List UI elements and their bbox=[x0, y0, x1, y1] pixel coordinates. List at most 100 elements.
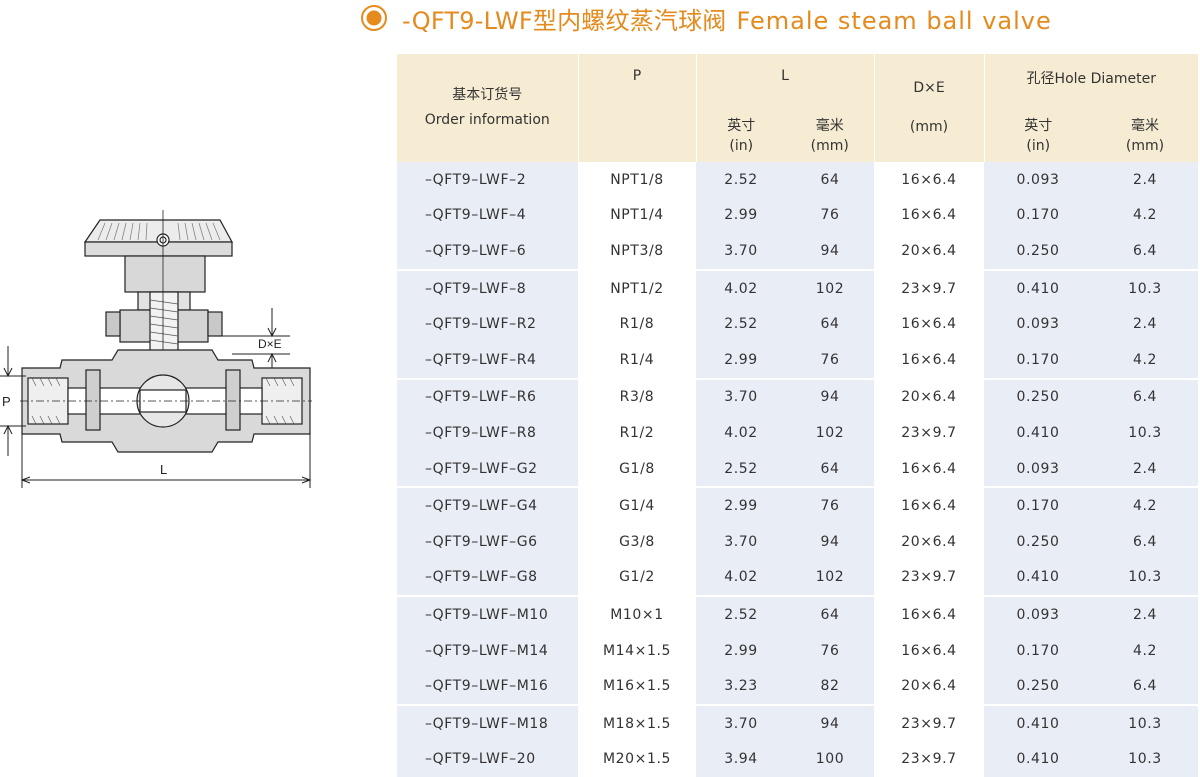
cell-p: R3/8 bbox=[578, 379, 696, 416]
cell-l-mm: 102 bbox=[786, 415, 874, 451]
header-hole-in-cn: 英寸 bbox=[985, 116, 1093, 136]
cell-l-mm: 82 bbox=[786, 668, 874, 705]
cell-p: M14×1.5 bbox=[578, 633, 696, 669]
cell-order: –QFT9–LWF–8 bbox=[397, 270, 578, 307]
cell-l-in: 4.02 bbox=[696, 415, 786, 451]
header-hole-in: 英寸(in) bbox=[984, 110, 1092, 162]
cell-l-in: 3.70 bbox=[696, 233, 786, 270]
cell-hole-in: 0.170 bbox=[984, 198, 1092, 234]
header-l-in-unit: (in) bbox=[697, 136, 787, 156]
header-hole-in-unit: (in) bbox=[985, 136, 1093, 156]
cell-order: –QFT9–LWF–2 bbox=[397, 162, 578, 198]
cell-l-in: 3.23 bbox=[696, 668, 786, 705]
cell-l-mm: 64 bbox=[786, 596, 874, 633]
cell-p: R1/2 bbox=[578, 415, 696, 451]
header-l-in-cn: 英寸 bbox=[697, 116, 787, 136]
cell-p: R1/8 bbox=[578, 306, 696, 342]
label-l: L bbox=[160, 462, 167, 477]
cell-l-mm: 76 bbox=[786, 198, 874, 234]
cell-hole-in: 0.410 bbox=[984, 705, 1092, 742]
cell-hole-in: 0.250 bbox=[984, 668, 1092, 705]
cell-hole-in: 0.093 bbox=[984, 162, 1092, 198]
cell-de: 16×6.4 bbox=[874, 487, 984, 524]
cell-p: G3/8 bbox=[578, 524, 696, 560]
cell-hole-mm: 4.2 bbox=[1092, 633, 1198, 669]
cell-de: 23×9.7 bbox=[874, 705, 984, 742]
cell-l-mm: 76 bbox=[786, 342, 874, 379]
header-p: P bbox=[578, 54, 696, 162]
cell-hole-mm: 4.2 bbox=[1092, 342, 1198, 379]
cell-de: 20×6.4 bbox=[874, 379, 984, 416]
cell-l-in: 2.52 bbox=[696, 451, 786, 488]
valve-drawing: D×E P L bbox=[0, 190, 330, 500]
title-en: Female steam ball valve bbox=[737, 7, 1052, 35]
cell-hole-in: 0.170 bbox=[984, 487, 1092, 524]
cell-l-mm: 76 bbox=[786, 633, 874, 669]
cell-order: –QFT9–LWF–G2 bbox=[397, 451, 578, 488]
cell-hole-in: 0.410 bbox=[984, 560, 1092, 597]
cell-hole-in: 0.250 bbox=[984, 524, 1092, 560]
title-cn: -QFT9-LWF型内螺纹蒸汽球阀 bbox=[402, 7, 727, 35]
cell-order: –QFT9–LWF–G4 bbox=[397, 487, 578, 524]
cell-hole-mm: 2.4 bbox=[1092, 162, 1198, 198]
cell-hole-in: 0.250 bbox=[984, 379, 1092, 416]
cell-de: 16×6.4 bbox=[874, 306, 984, 342]
cell-order: –QFT9–LWF–M18 bbox=[397, 705, 578, 742]
cell-de: 16×6.4 bbox=[874, 633, 984, 669]
cell-l-in: 3.70 bbox=[696, 379, 786, 416]
cell-p: NPT1/4 bbox=[578, 198, 696, 234]
cell-de: 20×6.4 bbox=[874, 668, 984, 705]
cell-de: 23×9.7 bbox=[874, 270, 984, 307]
cell-l-mm: 64 bbox=[786, 162, 874, 198]
cell-l-mm: 76 bbox=[786, 487, 874, 524]
cell-hole-in: 0.093 bbox=[984, 596, 1092, 633]
cell-p: R1/4 bbox=[578, 342, 696, 379]
cell-hole-mm: 2.4 bbox=[1092, 306, 1198, 342]
cell-hole-in: 0.250 bbox=[984, 233, 1092, 270]
cell-de: 16×6.4 bbox=[874, 451, 984, 488]
header-hole-mm: 毫米(mm) bbox=[1092, 110, 1198, 162]
cell-p: NPT3/8 bbox=[578, 233, 696, 270]
cell-hole-mm: 6.4 bbox=[1092, 668, 1198, 705]
header-l-mm: 毫米(mm) bbox=[786, 110, 874, 162]
cell-hole-mm: 10.3 bbox=[1092, 415, 1198, 451]
cell-order: –QFT9–LWF–R4 bbox=[397, 342, 578, 379]
cell-p: NPT1/8 bbox=[578, 162, 696, 198]
cell-hole-in: 0.093 bbox=[984, 451, 1092, 488]
header-l-in: 英寸(in) bbox=[696, 110, 786, 162]
cell-order: –QFT9–LWF–R2 bbox=[397, 306, 578, 342]
header-de: D×E(mm) bbox=[874, 54, 984, 162]
header-de-label: D×E bbox=[875, 79, 984, 98]
cell-l-mm: 64 bbox=[786, 306, 874, 342]
cell-l-in: 3.70 bbox=[696, 705, 786, 742]
cell-hole-in: 0.093 bbox=[984, 306, 1092, 342]
cell-l-in: 2.52 bbox=[696, 596, 786, 633]
cell-hole-mm: 2.4 bbox=[1092, 596, 1198, 633]
header-hole-mm-unit: (mm) bbox=[1092, 136, 1198, 156]
cell-hole-mm: 6.4 bbox=[1092, 379, 1198, 416]
radio-bullet-icon bbox=[360, 4, 388, 32]
header-order-cn: 基本订货号 bbox=[397, 86, 578, 105]
header-l-mm-unit: (mm) bbox=[786, 136, 874, 156]
cell-de: 23×9.7 bbox=[874, 560, 984, 597]
cell-p: G1/2 bbox=[578, 560, 696, 597]
cell-order: –QFT9–LWF–G6 bbox=[397, 524, 578, 560]
label-de: D×E bbox=[258, 337, 282, 351]
cell-hole-mm: 2.4 bbox=[1092, 451, 1198, 488]
cell-l-in: 4.02 bbox=[696, 270, 786, 307]
cell-l-in: 2.99 bbox=[696, 487, 786, 524]
cell-hole-mm: 6.4 bbox=[1092, 524, 1198, 560]
label-p: P bbox=[2, 394, 11, 409]
cell-hole-mm: 10.3 bbox=[1092, 705, 1198, 742]
cell-l-mm: 102 bbox=[786, 270, 874, 307]
